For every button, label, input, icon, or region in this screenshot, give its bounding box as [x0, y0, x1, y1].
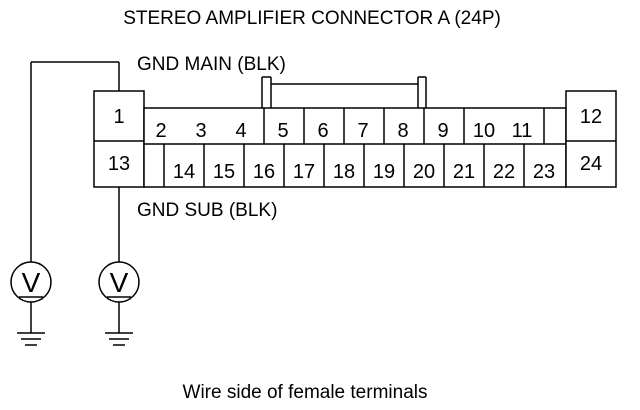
pin-17: 17: [293, 161, 315, 183]
ground-icon: [105, 332, 133, 346]
pin-23: 23: [533, 161, 555, 183]
gnd-sub-label: GND SUB (BLK): [137, 200, 277, 221]
pin-24: 24: [580, 153, 602, 175]
pin-13: 13: [108, 153, 130, 175]
diagram-caption: Wire side of female terminals: [183, 382, 428, 403]
voltmeter-symbol: V: [22, 267, 41, 298]
pin-10: 10: [473, 120, 495, 142]
pin-16: 16: [253, 161, 275, 183]
pin-4: 4: [235, 120, 246, 142]
pin-7: 7: [357, 120, 368, 142]
pin-3: 3: [195, 120, 206, 142]
voltmeter-2: V: [98, 261, 140, 346]
pin-22: 22: [493, 161, 515, 183]
pin-6: 6: [317, 120, 328, 142]
pin-20: 20: [413, 161, 435, 183]
gnd-main-wire: [30, 61, 120, 262]
pin-15: 15: [213, 161, 235, 183]
voltmeter-1: V: [10, 261, 52, 346]
center-cavity: [143, 107, 567, 188]
pin-14: 14: [173, 161, 195, 183]
ground-icon: [17, 332, 45, 346]
pin-1: 1: [113, 106, 124, 128]
pin-2: 2: [155, 120, 166, 142]
left-cavity: [93, 90, 145, 188]
gnd-main-label: GND MAIN (BLK): [137, 54, 286, 75]
pin-9: 9: [437, 120, 448, 142]
pin-11: 11: [512, 120, 533, 142]
diagram-title: STEREO AMPLIFIER CONNECTOR A (24P): [123, 8, 501, 29]
pin-5: 5: [277, 120, 288, 142]
right-cavity: [565, 90, 617, 188]
pin-8: 8: [397, 120, 408, 142]
pin-19: 19: [373, 161, 395, 183]
connector-lock-tab: [261, 76, 427, 108]
pin-21: 21: [453, 161, 475, 183]
connector-body: [93, 90, 617, 188]
pin-12: 12: [580, 106, 602, 128]
voltmeter-symbol: V: [110, 267, 129, 298]
pin-18: 18: [333, 161, 355, 183]
